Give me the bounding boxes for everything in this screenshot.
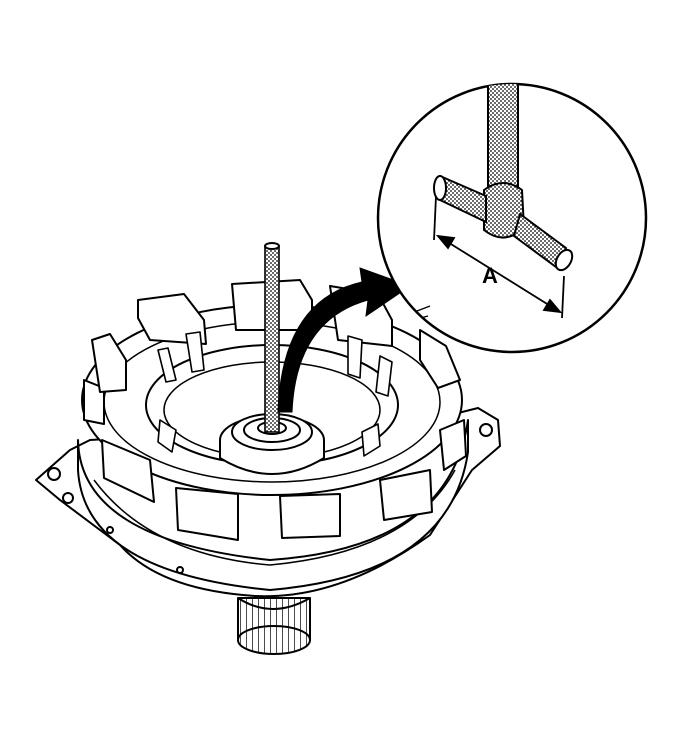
flange-bolt-hole <box>62 492 74 504</box>
detail-callout: A <box>376 82 648 354</box>
flange-bolt-hole <box>47 467 61 481</box>
dimension-line-a <box>433 195 565 319</box>
curved-arrow-icon <box>277 267 412 413</box>
inner-clutch-tabs <box>157 331 393 457</box>
tool-vertical-rod <box>487 84 519 199</box>
flange-bolt-hole <box>479 423 493 437</box>
measuring-rod <box>264 242 280 433</box>
housing-assembly <box>35 242 501 655</box>
output-shaft <box>237 597 311 655</box>
dimension-label-a: A <box>482 263 498 288</box>
drum-base <box>77 419 469 591</box>
